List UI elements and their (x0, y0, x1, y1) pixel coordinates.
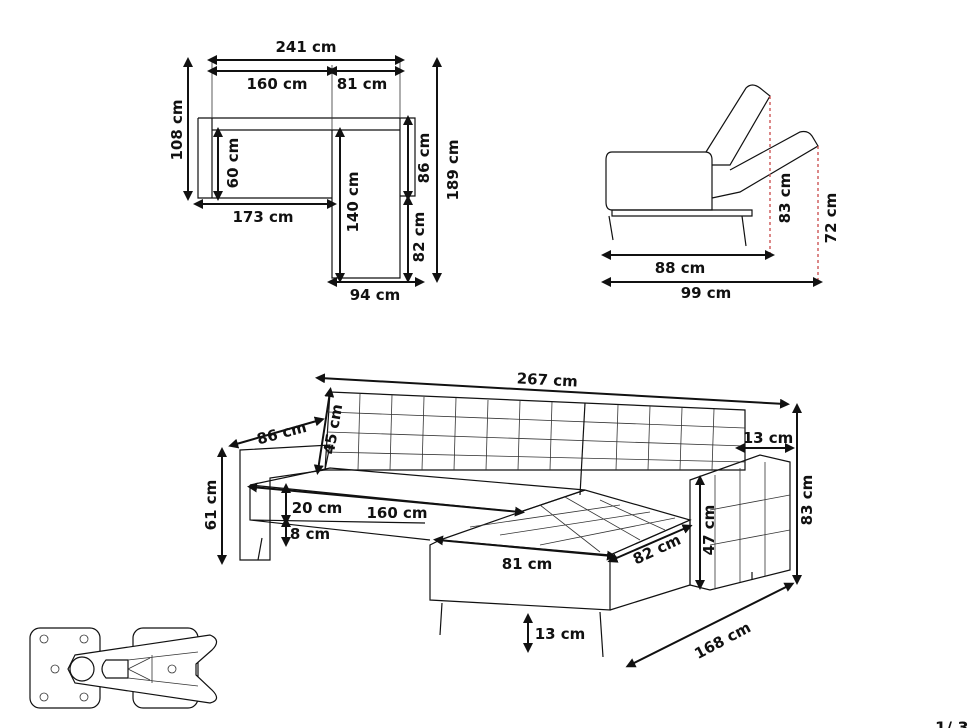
plan-chaise-length-label: 140 cm (344, 171, 362, 232)
side-legs (608, 215, 747, 247)
persp-arm-height-label: 47 cm (700, 505, 718, 556)
persp-chaise-width-label: 81 cm (502, 555, 553, 573)
persp-seat-width-label: 160 cm (366, 504, 427, 522)
armrest-tufting (709, 462, 791, 588)
perspective-view: 267 cm 86 cm 45 cm 61 cm 20 cm 160 cm 8 … (202, 369, 816, 668)
side-height-label: 83 cm (776, 173, 794, 224)
connector-bracket-detail (29, 627, 218, 709)
persp-total-depth-label: 168 cm (691, 618, 753, 663)
persp-total-height-label: 83 cm (798, 475, 816, 526)
persp-base-height-label: 8 cm (290, 525, 330, 543)
side-back-upright (705, 84, 771, 166)
plan-view: 241 cm 160 cm 81 cm 108 cm 60 cm 86 cm 1… (168, 38, 462, 304)
plan-depth-left-label: 108 cm (168, 99, 186, 160)
plan-back-depth-label: 86 cm (415, 133, 433, 184)
persp-seat-height-label: 61 cm (202, 480, 220, 531)
persp-chaise-depth-label: 82 cm (630, 531, 683, 569)
backrest-tufting (325, 393, 746, 471)
sofa-legs (257, 537, 753, 658)
page-indicator: 1/ 3 (935, 718, 969, 728)
plan-chaise-width-label: 94 cm (350, 286, 401, 304)
persp-arm-depth-label: 86 cm (255, 418, 309, 448)
persp-total-width-label: 267 cm (516, 369, 578, 390)
plan-total-width-label: 241 cm (275, 38, 336, 56)
side-seat (605, 151, 713, 211)
persp-leg-height-label: 13 cm (535, 625, 586, 643)
side-depth-label: 88 cm (655, 259, 706, 277)
persp-back-height-label: 45 cm (320, 403, 347, 456)
plan-chaise-front-label: 82 cm (410, 212, 428, 263)
persp-arm-width-label: 13 cm (743, 429, 794, 447)
plan-seat-length-label: 173 cm (232, 208, 293, 226)
sofa-backrest (324, 391, 746, 471)
plan-seat-depth-label: 60 cm (224, 138, 242, 189)
persp-cushion-height-label: 20 cm (292, 499, 343, 517)
side-reclined-height-label: 72 cm (822, 193, 840, 244)
plan-total-depth-label: 189 cm (444, 139, 462, 200)
side-reclined-depth-label: 99 cm (681, 284, 732, 302)
plan-main-width-label: 160 cm (246, 75, 307, 93)
side-back-reclined (711, 130, 819, 199)
chaise-tufting (469, 496, 676, 553)
side-view: 88 cm 99 cm 83 cm 72 cm (601, 84, 840, 302)
chaise-base (429, 539, 611, 611)
plan-chaise-top-label: 81 cm (337, 75, 388, 93)
